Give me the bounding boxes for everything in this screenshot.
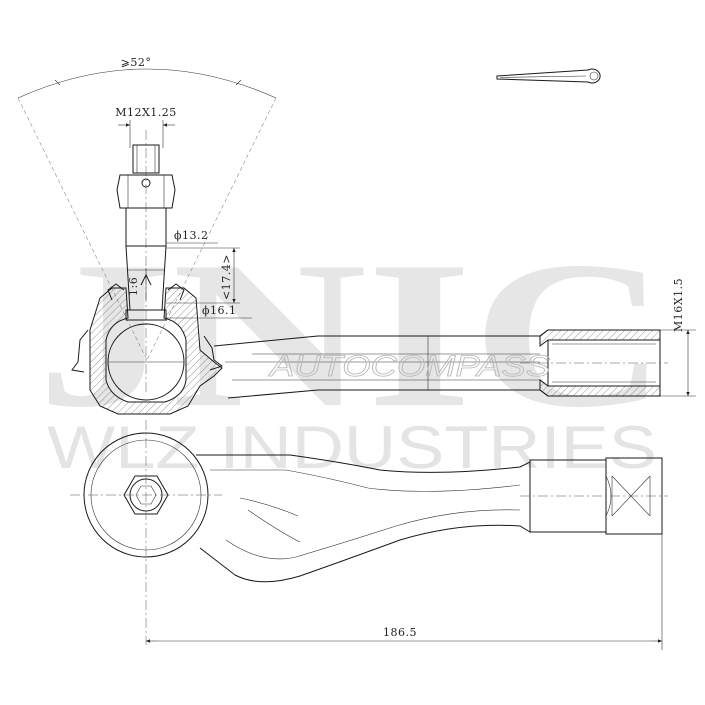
overall-length-label: 186.5 bbox=[383, 626, 417, 639]
cotter-pin bbox=[496, 68, 601, 84]
sleeve-thread-label: M16X1.5 bbox=[672, 278, 685, 332]
stud-diameter-label: ϕ13.2 bbox=[174, 229, 209, 242]
neck-diameter-label: ϕ16.1 bbox=[202, 304, 237, 317]
taper-ratio-label: 1:6 bbox=[127, 277, 140, 296]
watermark-company-text: WLZ INDUSTRIES bbox=[47, 414, 657, 481]
angle-label: ⩾52° bbox=[121, 56, 152, 69]
stud-thread-label: M12X1.25 bbox=[115, 106, 177, 119]
watermark-brand-text: AUTOCOMPASS bbox=[268, 350, 550, 383]
stud-thread-callout: M12X1.25 bbox=[115, 106, 177, 148]
bottom-view: 186.5 bbox=[70, 420, 668, 650]
top-view: 1:6 AUTOCOMPASS ϕ13.2 bbox=[71, 130, 696, 415]
angle-indicator: ⩾52° bbox=[17, 56, 277, 361]
taper-length-label: <17.4> bbox=[220, 254, 233, 300]
